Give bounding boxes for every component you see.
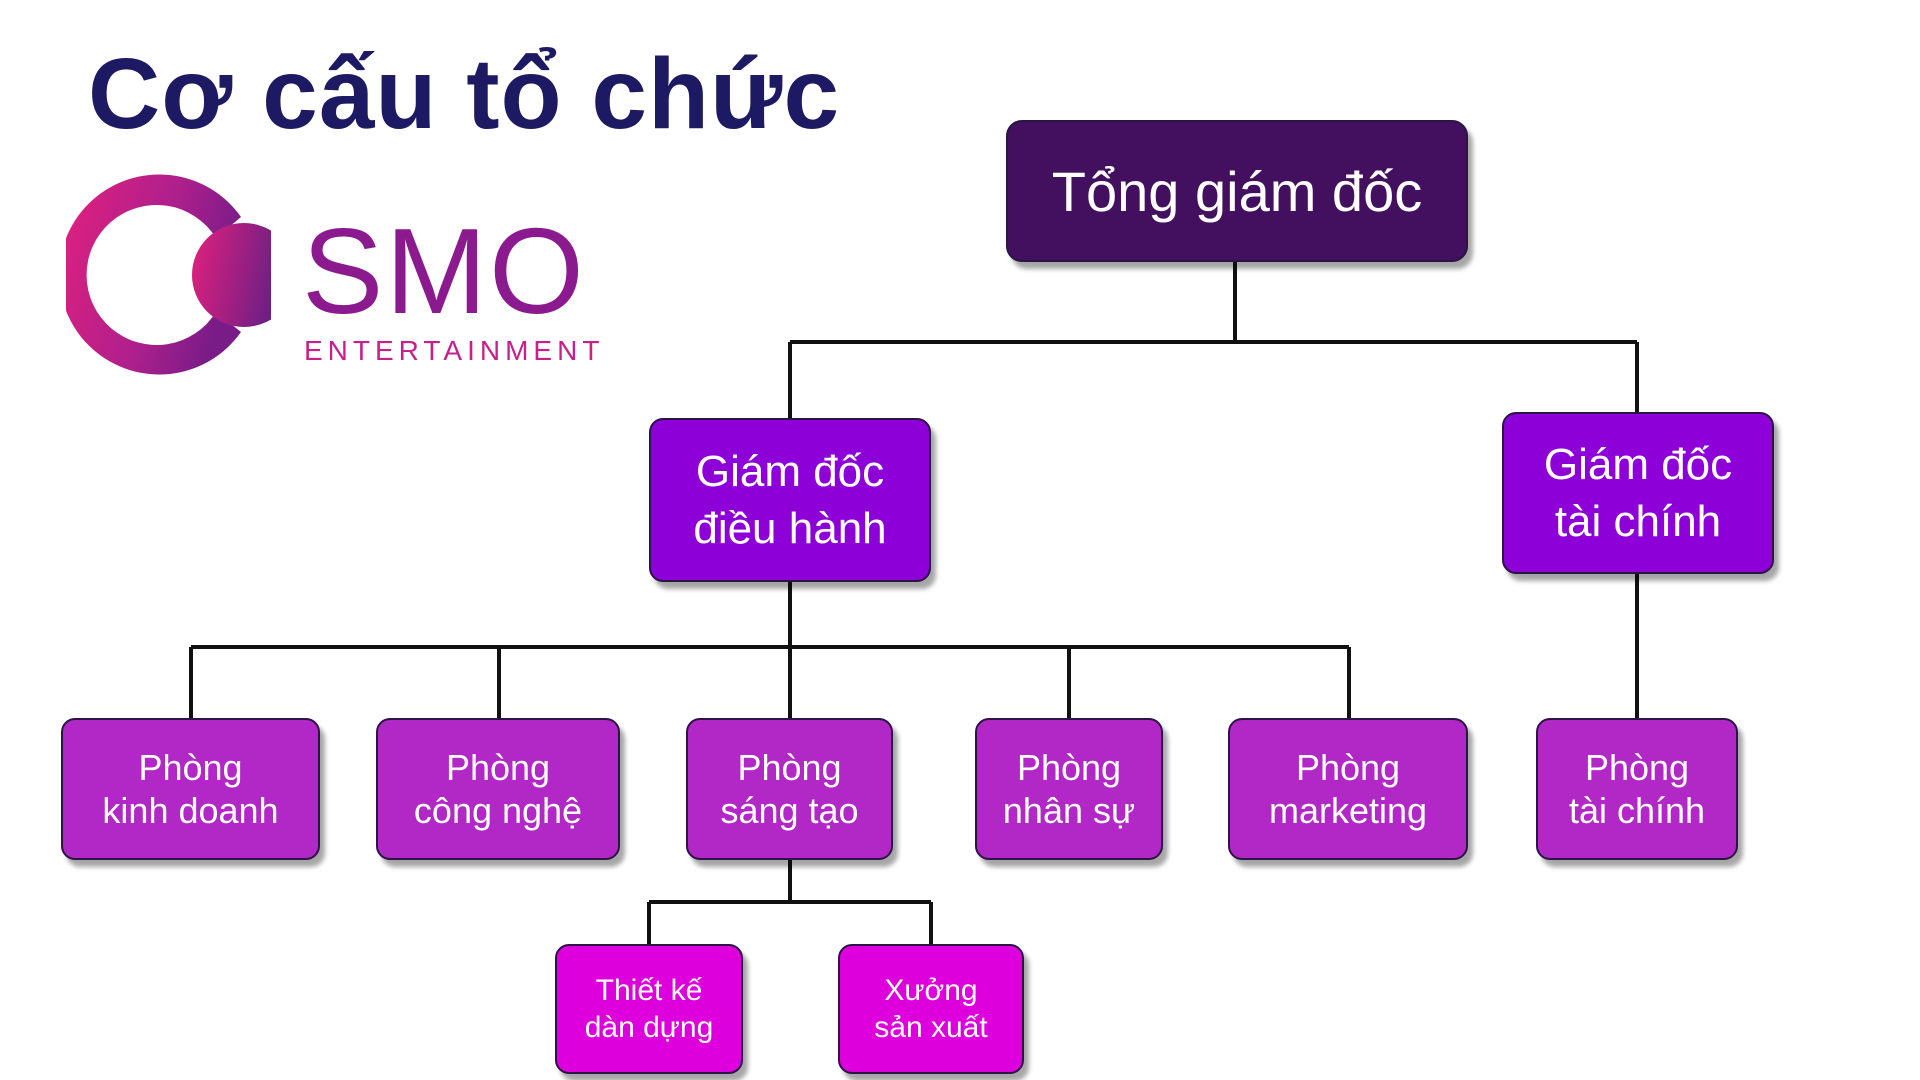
cosmo-logo-emblem-icon: [66, 174, 271, 375]
node-dept-sales-label: Phòng kinh doanh: [102, 746, 279, 831]
node-executive-director: Giám đốc điều hành: [649, 418, 931, 582]
node-unit-stage-design-label: Thiết kế dàn dựng: [584, 973, 714, 1045]
logo-wordmark: SMO: [302, 203, 586, 339]
node-dept-finance: Phòng tài chính: [1536, 718, 1738, 860]
logo-tagline: ENTERTAINMENT: [304, 335, 605, 366]
node-dept-creative: Phòng sáng tạo: [686, 718, 893, 860]
node-ceo-label: Tổng giám đốc: [1051, 159, 1423, 223]
node-dept-creative-label: Phòng sáng tạo: [720, 746, 859, 831]
node-dept-technology: Phòng công nghệ: [376, 718, 620, 860]
node-unit-production-workshop: Xưởng sản xuất: [838, 944, 1024, 1074]
node-ceo: Tổng giám đốc: [1006, 120, 1468, 262]
node-finance-director-label: Giám đốc tài chính: [1543, 439, 1733, 546]
node-unit-production-workshop-label: Xưởng sản xuất: [874, 973, 988, 1045]
node-dept-marketing-label: Phòng marketing: [1268, 746, 1428, 831]
node-dept-technology-label: Phòng công nghệ: [413, 746, 583, 831]
node-unit-stage-design: Thiết kế dàn dựng: [555, 944, 743, 1074]
node-dept-finance-label: Phòng tài chính: [1568, 746, 1706, 831]
node-finance-director: Giám đốc tài chính: [1502, 412, 1774, 574]
page-title: Cơ cấu tổ chức: [88, 38, 841, 150]
cosmo-logo: SMO ENTERTAINMENT: [66, 172, 606, 377]
node-dept-hr-label: Phòng nhân sự: [1002, 746, 1136, 831]
node-dept-marketing: Phòng marketing: [1228, 718, 1468, 860]
node-executive-director-label: Giám đốc điều hành: [693, 446, 887, 553]
node-dept-sales: Phòng kinh doanh: [61, 718, 320, 860]
node-dept-hr: Phòng nhân sự: [975, 718, 1163, 860]
